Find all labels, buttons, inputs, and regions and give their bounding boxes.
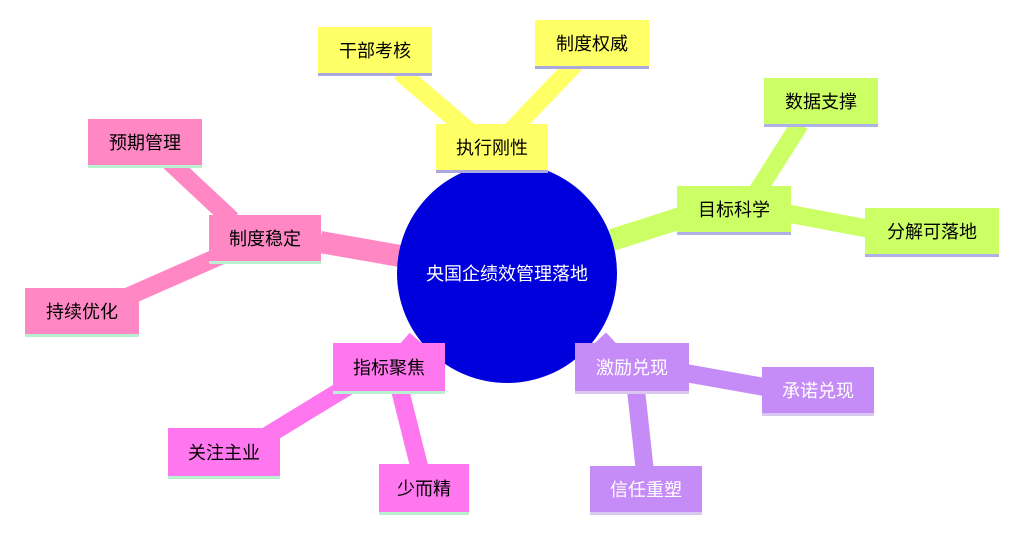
leaf-label: 数据支撑 [785,92,857,113]
leaf-label: 承诺兑现 [782,381,854,402]
leaf-label: 预期管理 [109,133,181,154]
connector-line [747,119,808,200]
leaf-guanzhu-zhuye[interactable]: 关注主业 [168,428,280,479]
branch-label: 激励兑现 [596,358,668,379]
branch-label: 制度稳定 [229,229,301,250]
leaf-label: 关注主业 [188,443,260,464]
connector-line [163,155,239,227]
leaf-label: 信任重塑 [610,480,682,501]
connector-line [678,363,772,397]
branch-jili[interactable]: 激励兑现 [575,343,689,394]
leaf-label: 干部考核 [339,41,411,62]
branch-zhidu[interactable]: 制度稳定 [209,215,321,264]
leaf-label: 持续优化 [46,302,118,323]
connector-line [391,387,429,473]
leaf-xinren-chongsu[interactable]: 信任重塑 [590,466,702,515]
central-topic-label: 央国企绩效管理落地 [426,264,588,285]
branch-label: 指标聚焦 [353,358,425,379]
connector-line [503,57,582,139]
branch-mubiao[interactable]: 目标科学 [677,186,791,235]
leaf-label: 少而精 [397,479,451,500]
connector-line [394,65,476,139]
leaf-label: 分解可落地 [887,222,977,243]
leaf-shuju-zhicheng[interactable]: 数据支撑 [764,78,878,127]
connector-line [627,389,654,473]
branch-label: 目标科学 [698,200,770,221]
leaf-chixu-youhua[interactable]: 持续优化 [25,288,139,337]
leaf-fenjie-keluodi[interactable]: 分解可落地 [865,208,999,257]
leaf-yuqi-guanli[interactable]: 预期管理 [88,119,202,168]
connector-line [778,203,877,239]
leaf-chengnuo-duixian[interactable]: 承诺兑现 [762,367,874,416]
connector-line [318,231,402,267]
branch-zhibiao[interactable]: 指标聚焦 [333,343,445,394]
branch-zhixing[interactable]: 执行刚性 [436,124,548,173]
leaf-ganbu-kaohe[interactable]: 干部考核 [318,27,432,76]
branch-label: 执行刚性 [456,138,528,159]
leaf-zhidu-quanwei[interactable]: 制度权威 [535,20,649,69]
leaf-shao-er-jing[interactable]: 少而精 [379,464,469,515]
leaf-label: 制度权威 [556,34,628,55]
